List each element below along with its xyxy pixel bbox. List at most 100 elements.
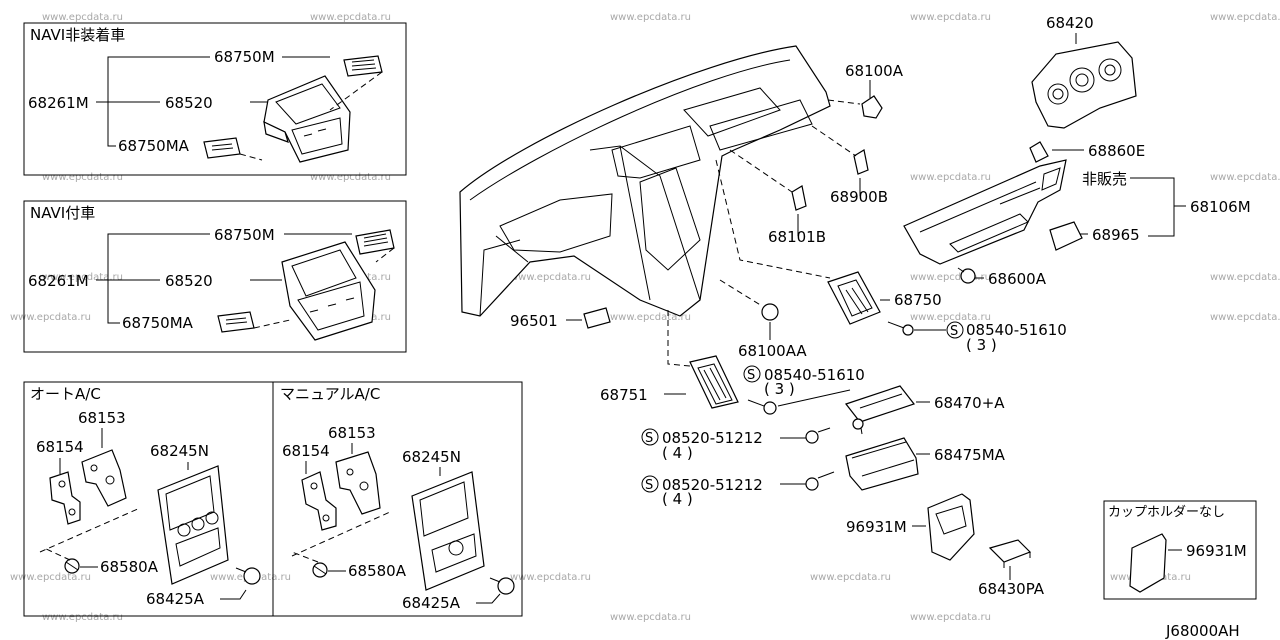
clip-part — [791, 185, 807, 211]
label-68580A: 68580A — [100, 558, 159, 576]
clip-part — [861, 95, 883, 119]
label-qty-3: ( 3 ) — [764, 380, 795, 398]
switch-96501: 96501 — [510, 307, 611, 330]
s-mark — [946, 321, 964, 339]
label-68261M: 68261M — [28, 272, 89, 290]
leader-lines — [1052, 149, 1186, 237]
watermark: www.epcdata.ru — [510, 272, 591, 283]
label-68750M: 68750M — [214, 48, 275, 66]
label-08540-51610: 08540-51610 — [764, 366, 865, 384]
vent-small-part — [217, 311, 255, 333]
label-68425A: 68425A — [402, 594, 461, 612]
vent-68751: 68751 — [600, 310, 739, 409]
bracket-68430PA: 68430PA — [978, 539, 1045, 598]
box-title-navi-on: NAVI付車 — [30, 204, 95, 222]
box-ac: オートA/C マニュアルA/C 68153 68154 68245N 68580… — [23, 381, 523, 617]
label-68245N: 68245N — [150, 442, 209, 460]
label-68100AA: 68100AA — [738, 342, 807, 360]
bolt-08540-51610-mid: S 08540-51610 ( 3 ) — [743, 365, 865, 415]
vent-small-part — [355, 229, 395, 255]
s-mark-text: S — [645, 478, 653, 493]
label-96501: 96501 — [510, 312, 558, 330]
label-68751: 68751 — [600, 386, 648, 404]
label-68261M: 68261M — [28, 94, 89, 112]
label-96931M: 96931M — [1186, 542, 1247, 560]
watermark: www.epcdata.ru — [910, 312, 991, 323]
watermark: www.epcdata.ru — [310, 172, 391, 183]
label-68750: 68750 — [894, 291, 942, 309]
label-68101B: 68101B — [768, 228, 826, 246]
label-96931M: 96931M — [846, 518, 907, 536]
clip-68100AA: 68100AA — [719, 279, 807, 360]
vent-small-part — [203, 137, 241, 159]
label-68965: 68965 — [1092, 226, 1140, 244]
label-68154: 68154 — [36, 438, 84, 456]
watermark: www.epcdata.ru — [310, 12, 391, 23]
label-68470A: 68470+A — [934, 394, 1005, 412]
label-68100A: 68100A — [845, 62, 904, 80]
box-frame — [23, 200, 407, 353]
label-qty-4: ( 4 ) — [662, 444, 693, 462]
ac-panel-part — [157, 465, 229, 585]
s-mark-text: S — [950, 324, 958, 339]
box-title-navi-off: NAVI非装着車 — [30, 26, 125, 44]
watermark: www.epcdata.ru — [610, 312, 691, 323]
label-hihanbai: 非販売 — [1082, 170, 1127, 188]
clip-part — [1029, 141, 1049, 163]
cup-holder-lid-part — [1049, 221, 1083, 251]
watermark: www.epcdata.ru — [1210, 272, 1280, 283]
screw-part — [64, 558, 80, 574]
s-mark-text: S — [747, 368, 755, 383]
box-title-auto-ac: オートA/C — [30, 385, 101, 403]
watermark: www.epcdata.ru — [1210, 312, 1280, 323]
box-no-cupholder: カップホルダーなし 96931M — [1103, 500, 1257, 600]
pocket-68470: 68470+A — [845, 385, 1005, 435]
label-68425A: 68425A — [146, 590, 205, 608]
label-qty-3: ( 3 ) — [966, 336, 997, 354]
leader-lines — [96, 233, 352, 324]
leader-lines — [59, 428, 247, 600]
box-navi-on: NAVI付車 68750M 68261M 68520 68750MA — [23, 200, 407, 353]
dashed-line — [667, 310, 691, 367]
label-68750M: 68750M — [214, 226, 275, 244]
screw-part — [312, 562, 328, 578]
bracket-part — [335, 451, 381, 515]
label-68154: 68154 — [282, 442, 330, 460]
s-mark-text: S — [645, 431, 653, 446]
box-frame — [1103, 500, 1257, 600]
box-title-manual-ac: マニュアルA/C — [280, 385, 380, 403]
leader-line — [777, 389, 851, 407]
dash-labels: 68100A 68900B 68101B — [715, 62, 904, 279]
watermark: www.epcdata.ru — [910, 12, 991, 23]
vent-small-part — [343, 55, 383, 77]
label-68520: 68520 — [165, 272, 213, 290]
label-68520: 68520 — [165, 94, 213, 112]
screw-part — [235, 567, 261, 585]
dashed-lines — [39, 507, 141, 561]
box-navi-off: NAVI非装着車 68750M 68261M 68520 68750MA — [23, 22, 407, 176]
bracket-part — [301, 471, 337, 531]
dashed-lines — [291, 511, 391, 563]
label-68860E: 68860E — [1088, 142, 1145, 160]
dashed-lines — [239, 71, 383, 161]
label-68153: 68153 — [328, 424, 376, 442]
label-68600A: 68600A — [988, 270, 1047, 288]
dashed-lines — [253, 247, 395, 329]
watermark: www.epcdata.ru — [42, 272, 123, 283]
s-mark — [641, 428, 659, 446]
label-08520-51212: 08520-51212 — [662, 429, 763, 447]
label-68106M: 68106M — [1190, 198, 1251, 216]
label-08520-51212: 08520-51212 — [662, 476, 763, 494]
s-mark — [743, 365, 761, 383]
watermark: www.epcdata.ru — [10, 572, 91, 583]
meter-hood-part: 68420 — [1031, 14, 1137, 129]
label-68430PA: 68430PA — [978, 580, 1045, 598]
center-cluster-part — [281, 241, 376, 341]
box-frame — [23, 22, 407, 176]
box-title-no-cupholder: カップホルダーなし — [1108, 505, 1225, 520]
watermark: www.epcdata.ru — [42, 12, 123, 23]
watermark: www.epcdata.ru — [42, 612, 123, 623]
s-mark — [641, 475, 659, 493]
clip-part — [853, 149, 869, 175]
cover-96931M: 96931M — [846, 493, 975, 561]
